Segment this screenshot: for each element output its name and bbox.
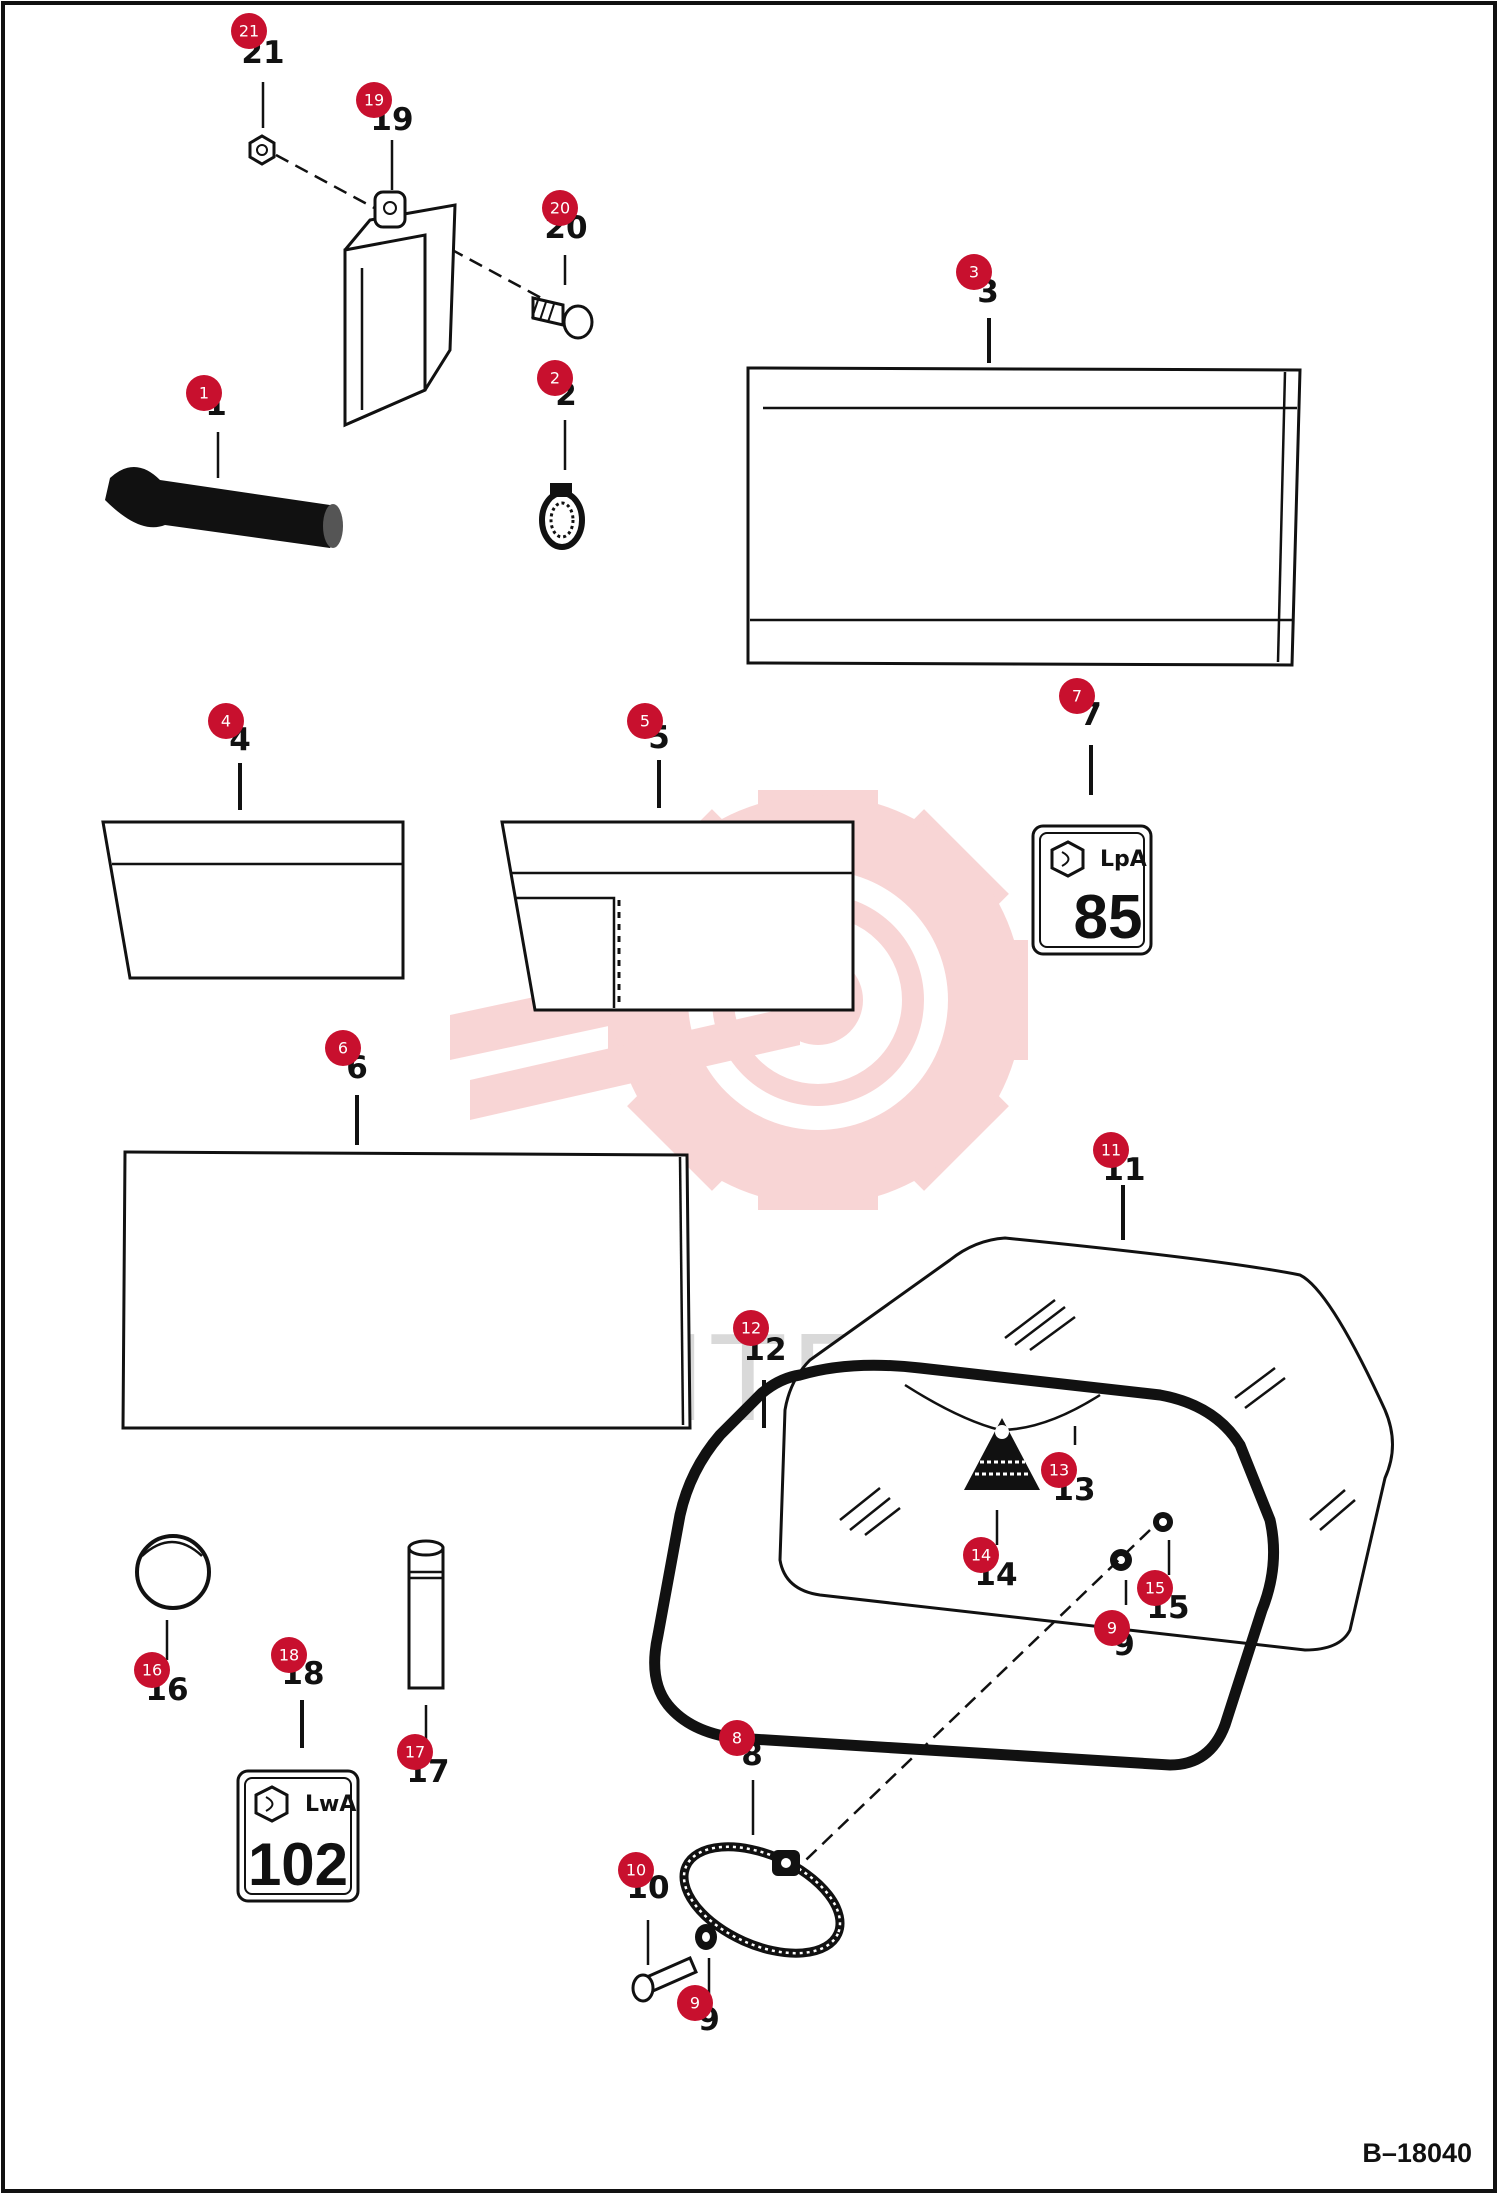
decal-85-value: 85	[1074, 883, 1143, 952]
callout-badge-label: 14	[971, 1546, 991, 1565]
decal-102-part: LwA 102	[236, 1700, 360, 1903]
clamp-ring-part	[679, 1780, 845, 1958]
clamp-bolt-washer-part	[631, 1920, 717, 2003]
decal-85-label: LpA	[1100, 847, 1147, 872]
callout-badge-circle[interactable]	[963, 1537, 999, 1573]
fastener-nut-washer-part	[784, 1512, 1173, 1881]
callout-badge[interactable]: 15	[1137, 1570, 1173, 1606]
panel-large-part	[746, 318, 1302, 667]
callout-badge-circle[interactable]	[1093, 1132, 1129, 1168]
callout-badge-label: 8	[732, 1729, 742, 1748]
window-glass-part	[778, 1185, 1394, 1652]
callout-badge-circle[interactable]	[231, 13, 267, 49]
callout-badge[interactable]: 20	[542, 190, 578, 226]
callout-badge[interactable]: 16	[134, 1652, 170, 1688]
callout-badge[interactable]: 6	[325, 1030, 361, 1066]
callout-badge[interactable]: 12	[733, 1310, 769, 1346]
callout-badge-label: 5	[640, 712, 650, 731]
callout-badge[interactable]: 8	[719, 1720, 755, 1756]
callout-badge-label: 10	[626, 1861, 646, 1880]
pin-part	[407, 1539, 445, 1740]
decal-102-value: 102	[248, 1831, 348, 1898]
callout-badge-circle[interactable]	[271, 1637, 307, 1673]
pad-part	[343, 140, 457, 428]
callout-badge-label: 7	[1072, 687, 1082, 706]
callout-badge-circle[interactable]	[618, 1852, 654, 1888]
callout-badge-label: 9	[690, 1994, 700, 2013]
callout-badge[interactable]: 9	[1094, 1610, 1130, 1646]
callout-badge-circle[interactable]	[542, 190, 578, 226]
callout-badge-circle[interactable]	[397, 1734, 433, 1770]
callout-badge[interactable]: 14	[963, 1537, 999, 1573]
callout-badge[interactable]: 18	[271, 1637, 307, 1673]
callout-badge-label: 16	[142, 1661, 162, 1680]
callout-badge-circle[interactable]	[1094, 1610, 1130, 1646]
callout-badge[interactable]: 21	[231, 13, 267, 49]
cap-part	[135, 1534, 211, 1660]
callout-badge[interactable]: 2	[537, 360, 573, 396]
callout-badge[interactable]: 3	[956, 254, 992, 290]
callout-badge[interactable]: 5	[627, 703, 663, 739]
hose-clamp-part	[539, 420, 585, 550]
callout-badge[interactable]: 10	[618, 1852, 654, 1888]
callout-badge-label: 15	[1145, 1579, 1165, 1598]
callout-badge-circle[interactable]	[208, 703, 244, 739]
callout-badge-circle[interactable]	[677, 1985, 713, 2021]
callout-badge-label: 6	[338, 1039, 348, 1058]
callout-badge-label: 21	[239, 22, 259, 41]
callout-badge-label: 18	[279, 1646, 299, 1665]
callout-badge-label: 4	[221, 712, 231, 731]
callout-badge-circle[interactable]	[356, 82, 392, 118]
callout-badge[interactable]: 1	[186, 375, 222, 411]
callout-badge[interactable]: 13	[1041, 1452, 1077, 1488]
callout-badge-label: 12	[741, 1319, 761, 1338]
callout-badge[interactable]: 19	[356, 82, 392, 118]
drawing-reference: B–18040	[1362, 2138, 1472, 2168]
callout-badge-circle[interactable]	[1041, 1452, 1077, 1488]
warning-tag-part	[904, 1383, 1101, 1545]
callout-badge-circle[interactable]	[956, 254, 992, 290]
callout-badge-circle[interactable]	[186, 375, 222, 411]
callout-badge-label: 3	[969, 263, 979, 282]
decal-85-part: LpA 85	[1031, 745, 1153, 956]
callout-badge[interactable]: 4	[208, 703, 244, 739]
callout-badge-circle[interactable]	[627, 703, 663, 739]
callout-badge-label: 17	[405, 1743, 425, 1762]
bolt-part	[531, 255, 594, 340]
callout-badge[interactable]: 17	[397, 1734, 433, 1770]
callout-badge-circle[interactable]	[325, 1030, 361, 1066]
callout-badge-label: 2	[550, 369, 560, 388]
callout-badge-circle[interactable]	[537, 360, 573, 396]
panel-rectangular-part	[121, 1095, 692, 1430]
callout-badge-circle[interactable]	[733, 1310, 769, 1346]
callout-badge-label: 20	[550, 199, 570, 218]
window-seal-part	[649, 1359, 1280, 1771]
callout-badge-circle[interactable]	[134, 1652, 170, 1688]
panel-left-part	[101, 763, 405, 980]
nut-part	[248, 82, 546, 302]
callout-badge[interactable]: 11	[1093, 1132, 1129, 1168]
callouts-layer: 1122334455667788999910101111121213131414…	[134, 13, 1190, 2038]
callout-badge[interactable]: 7	[1059, 678, 1095, 714]
decal-102-label: LwA	[305, 1792, 356, 1817]
callout-badge-circle[interactable]	[1059, 678, 1095, 714]
callout-badge-label: 13	[1049, 1461, 1069, 1480]
panel-middle-part	[500, 760, 855, 1012]
callout-badge-circle[interactable]	[1137, 1570, 1173, 1606]
hose-part	[105, 432, 343, 548]
callout-badge-label: 1	[199, 384, 209, 403]
callout-badge-label: 19	[364, 91, 384, 110]
callout-badge-label: 9	[1107, 1619, 1117, 1638]
callout-badge[interactable]: 9	[677, 1985, 713, 2021]
callout-badge-circle[interactable]	[719, 1720, 755, 1756]
callout-badge-label: 11	[1101, 1141, 1121, 1160]
